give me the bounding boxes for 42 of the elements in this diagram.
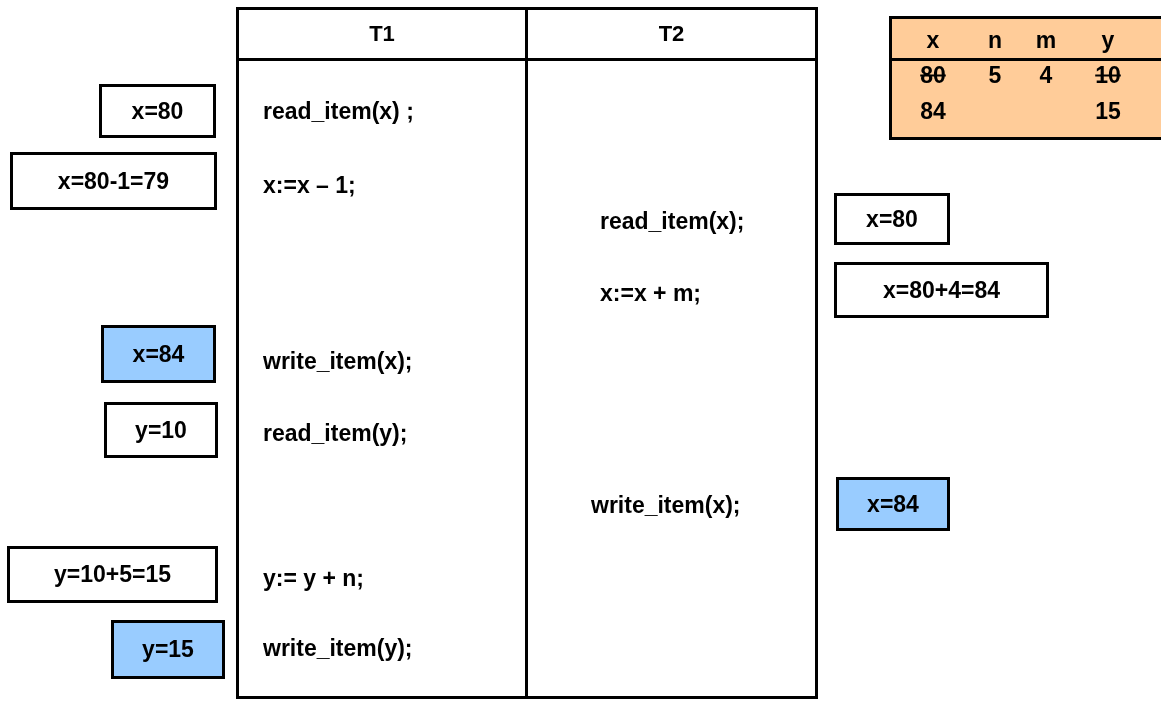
table-value: 4 bbox=[1039, 61, 1053, 89]
operation-text: write_item(y); bbox=[263, 634, 413, 662]
value-text: x=84 bbox=[867, 490, 919, 518]
value-box bbox=[10, 152, 217, 210]
value-text: x=80 bbox=[131, 97, 184, 125]
table-value: 80 bbox=[920, 61, 946, 89]
value-box bbox=[111, 620, 225, 679]
transaction-column bbox=[528, 7, 818, 699]
operation-text: read_item(x); bbox=[600, 207, 745, 235]
variable-table bbox=[889, 16, 1161, 140]
value-box bbox=[101, 325, 216, 383]
value-box bbox=[7, 546, 218, 603]
column-header: x bbox=[926, 26, 940, 54]
value-box bbox=[834, 262, 1049, 318]
value-text: y=10+5=15 bbox=[53, 561, 171, 588]
value-box bbox=[99, 84, 216, 138]
transaction-column bbox=[236, 7, 528, 699]
table-value: 5 bbox=[988, 61, 1002, 89]
column-heading: T1 bbox=[369, 21, 395, 47]
table-value: 15 bbox=[1095, 97, 1121, 125]
value-box bbox=[834, 193, 950, 245]
operation-text: write_item(x); bbox=[591, 491, 741, 519]
operation-text: y:= y + n; bbox=[263, 564, 364, 592]
table-value: 84 bbox=[920, 97, 946, 125]
operation-text: x:=x + m; bbox=[600, 279, 701, 307]
column-header: m bbox=[1035, 26, 1057, 54]
column-heading: T2 bbox=[658, 21, 685, 47]
value-text: x=84 bbox=[132, 340, 185, 368]
value-box bbox=[836, 477, 950, 531]
value-text: x=80-1=79 bbox=[57, 167, 170, 195]
value-text: x=80 bbox=[866, 205, 918, 233]
column-header: n bbox=[987, 26, 1003, 54]
table-value: 10 bbox=[1095, 61, 1121, 89]
value-text: y=15 bbox=[142, 636, 194, 663]
operation-text: x:=x – 1; bbox=[263, 171, 356, 199]
value-text: x=80+4=84 bbox=[882, 276, 1000, 304]
operation-text: write_item(x); bbox=[263, 347, 413, 375]
operation-text: read_item(x) ; bbox=[263, 97, 414, 125]
column-header: y bbox=[1101, 26, 1115, 54]
operation-text: read_item(y); bbox=[263, 419, 408, 447]
value-box bbox=[104, 402, 218, 458]
value-text: y=10 bbox=[135, 416, 187, 444]
